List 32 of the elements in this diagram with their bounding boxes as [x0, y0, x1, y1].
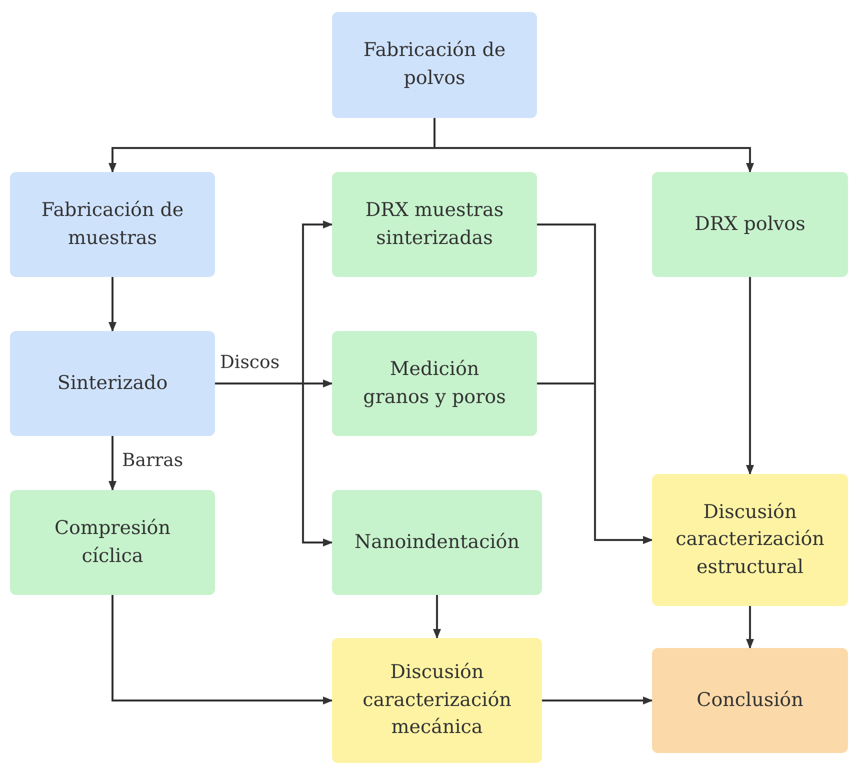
process-box — [10, 490, 215, 595]
process-box — [332, 331, 537, 436]
arrow — [537, 382, 653, 544]
node-text: Fabricación de muestras — [40, 198, 185, 250]
process-box — [652, 648, 848, 753]
node-text: Conclusión — [696, 688, 804, 713]
process-box — [652, 172, 848, 277]
node-text: Nanoindentación — [354, 530, 520, 555]
process-box — [332, 12, 537, 118]
process-box — [652, 474, 848, 606]
node-text: Fabricación de polvos — [362, 38, 507, 91]
node-text: Discusión caracterización estructural — [676, 500, 824, 580]
process-box — [332, 172, 537, 277]
arrow — [108, 436, 116, 491]
node-text: DRX muestras sinterizadas — [364, 198, 505, 250]
arrow — [434, 118, 754, 173]
arrow — [215, 382, 333, 546]
arrow — [542, 696, 653, 704]
process-box — [332, 490, 542, 595]
node-text: Compresión cíclica — [54, 516, 172, 568]
process-box — [10, 172, 215, 277]
node-text: Sinterizado — [57, 370, 168, 396]
process-box — [332, 638, 542, 763]
arrow — [746, 606, 754, 649]
node-text: Medición granos y poros — [362, 356, 507, 410]
arrow — [746, 277, 754, 475]
node-text: DRX polvos — [694, 212, 806, 237]
node-text: Discusión caracterización mecánica — [362, 660, 512, 740]
process-box — [10, 331, 215, 436]
arrow — [112, 595, 333, 704]
arrow — [433, 595, 441, 639]
arrow — [108, 277, 116, 332]
